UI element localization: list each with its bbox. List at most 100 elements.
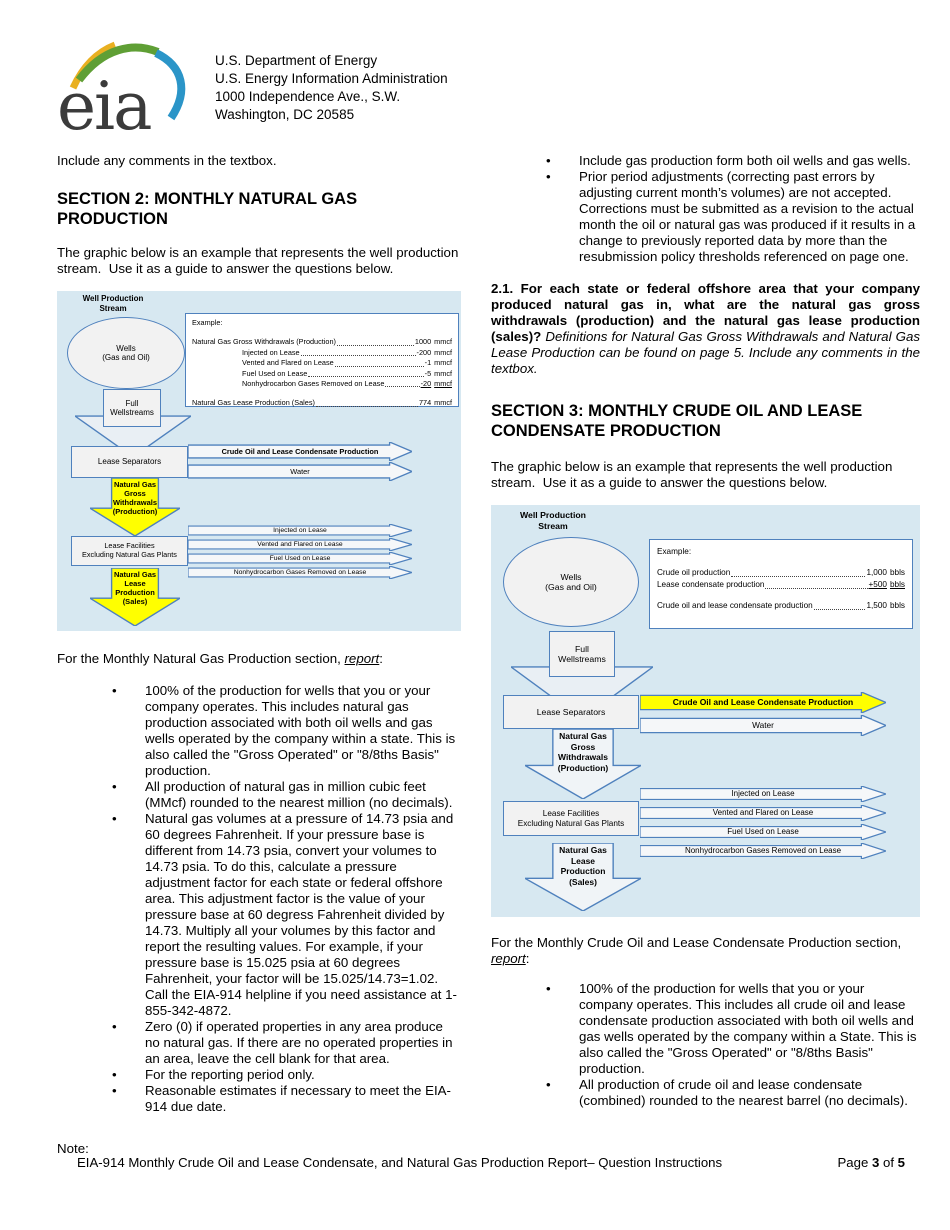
bullet-item: 100% of the production for wells that yo… bbox=[546, 981, 920, 1077]
full-wellstreams-box: Full Wellstreams bbox=[549, 631, 615, 677]
injected-on-lease-arrow: Injected on Lease bbox=[188, 524, 412, 537]
example-value: 1000 bbox=[414, 337, 432, 347]
bullet-item: All production of crude oil and lease co… bbox=[546, 1077, 920, 1109]
logo-green-swoosh bbox=[75, 43, 160, 83]
report-tail: : bbox=[379, 651, 383, 666]
example-label: Crude oil production bbox=[657, 568, 731, 577]
eia-logo: eia bbox=[57, 41, 186, 136]
arrow-label: Fuel Used on Lease bbox=[269, 554, 331, 562]
crude-oil-production-arrow: Crude Oil and Lease Condensate Productio… bbox=[188, 442, 412, 461]
example-value: 1,500 bbox=[866, 601, 887, 610]
example-unit: mmcf bbox=[434, 337, 452, 347]
gas-report-bullet-list: 100% of the production for wells that yo… bbox=[57, 683, 461, 1115]
example-row: Natural Gas Gross Withdrawals (Productio… bbox=[192, 337, 452, 347]
dot-leader bbox=[336, 344, 414, 346]
example-row: Crude oil and lease condensate productio… bbox=[657, 600, 905, 612]
dot-leader bbox=[813, 609, 866, 610]
full-wellstreams-box: Full Wellstreams bbox=[103, 389, 161, 427]
lease-production-down-arrow: Natural Gas Lease Production (Sales) bbox=[90, 568, 180, 626]
arrow-label: Vented and Flared on Lease bbox=[712, 807, 814, 817]
comments-note: Include any comments in the textbox. bbox=[57, 153, 277, 168]
example-title: Example: bbox=[657, 547, 692, 556]
example-value: 774 bbox=[418, 398, 432, 408]
fuel-used-arrow: Fuel Used on Lease bbox=[640, 824, 886, 840]
bullet-item: Prior period adjustments (correcting pas… bbox=[546, 169, 920, 265]
nonhydrocarbon-arrow: Nonhydrocarbon Gases Removed on Lease bbox=[640, 843, 886, 859]
report-tail: : bbox=[525, 951, 530, 966]
injected-on-lease-arrow: Injected on Lease bbox=[640, 786, 886, 802]
section2-heading: SECTION 2: MONTHLY NATURAL GAS PRODUCTIO… bbox=[57, 190, 358, 228]
dot-leader bbox=[300, 355, 416, 357]
example-unit: bbls bbox=[889, 601, 905, 610]
question-2-1: 2.1. For each state or federal offshore … bbox=[491, 281, 920, 377]
lease-separators-box: Lease Separators bbox=[71, 446, 188, 478]
report-lead: For the Monthly Crude Oil and Lease Cond… bbox=[491, 935, 902, 950]
question-italic-text: Definitions for Natural Gas Gross Withdr… bbox=[491, 329, 920, 376]
example-label: Natural Gas Gross Withdrawals (Productio… bbox=[192, 337, 336, 347]
report-word: report bbox=[491, 951, 526, 966]
bullet-item: Reasonable estimates if necessary to mee… bbox=[112, 1083, 461, 1115]
example-label: Crude oil and lease condensate productio… bbox=[657, 601, 813, 610]
report-word: report bbox=[344, 651, 380, 666]
example-label: Nonhydrocarbon Gases Removed on Lease bbox=[242, 379, 385, 389]
arrow-label: Water bbox=[752, 720, 774, 731]
example-label: Injected on Lease bbox=[242, 347, 300, 357]
gas-report-line: For the Monthly Natural Gas Production s… bbox=[57, 651, 461, 667]
lease-separators-box: Lease Separators bbox=[503, 695, 639, 729]
bullet-item: Include gas production form both oil wel… bbox=[546, 153, 920, 169]
dot-leader bbox=[385, 386, 420, 388]
page-current: 3 bbox=[871, 1155, 880, 1170]
example-unit: mmcf bbox=[434, 358, 452, 368]
gas-report-bullet-list-continued: Include gas production form both oil wel… bbox=[491, 153, 920, 265]
note-label: Note: bbox=[57, 1141, 89, 1156]
example-value: 1,000 bbox=[866, 568, 887, 577]
arrow-label: Natural Gas Lease Production (Sales) bbox=[113, 570, 157, 606]
two-column-body: Include any comments in the textbox. SEC… bbox=[57, 145, 920, 1157]
arrow-label: Natural Gas Lease Production (Sales) bbox=[559, 845, 607, 887]
right-column: Include gas production form both oil wel… bbox=[491, 145, 920, 1157]
lease-production-down-arrow: Natural Gas Lease Production (Sales) bbox=[525, 843, 641, 911]
example-unit: bbls bbox=[889, 580, 905, 589]
question-bold-text: 2.1. For each state or federal offshore … bbox=[491, 281, 920, 344]
example-title: Example: bbox=[192, 318, 223, 327]
logo-blue-swoosh bbox=[154, 49, 186, 121]
lease-facilities-box: Lease Facilities Excluding Natural Gas P… bbox=[71, 536, 188, 566]
well-production-stream-diagram-oil: Well Production Stream Wells (Gas and Oi… bbox=[491, 505, 920, 917]
example-value: -5 bbox=[424, 368, 432, 378]
agency-address: U.S. Department of Energy U.S. Energy In… bbox=[215, 36, 448, 136]
gross-withdrawals-down-arrow: Natural Gas Gross Withdrawals (Productio… bbox=[90, 478, 180, 536]
arrow-label: Fuel Used on Lease bbox=[727, 826, 799, 836]
arrow-label: Water bbox=[290, 466, 310, 476]
vented-flared-arrow: Vented and Flared on Lease bbox=[640, 805, 886, 821]
fuel-used-arrow: Fuel Used on Lease bbox=[188, 552, 412, 565]
arrow-label: Natural Gas Gross Withdrawals (Productio… bbox=[557, 731, 609, 773]
page-word: Page bbox=[837, 1155, 872, 1170]
example-value: -1 bbox=[424, 358, 432, 368]
arrow-label: Nonhydrocarbon Gases Removed on Lease bbox=[684, 845, 842, 855]
bullet-item: All production of natural gas in million… bbox=[112, 779, 461, 811]
section2-intro: The graphic below is an example that rep… bbox=[57, 245, 463, 276]
of-word: of bbox=[879, 1155, 898, 1170]
address-line: U.S. Energy Information Administration bbox=[215, 71, 448, 86]
example-unit: mmcf bbox=[434, 347, 452, 357]
water-arrow: Water bbox=[640, 715, 886, 736]
well-production-stream-diagram-gas: Well Production Stream Wells (Gas and Oi… bbox=[57, 291, 461, 631]
vented-flared-arrow: Vented and Flared on Lease bbox=[188, 538, 412, 551]
dot-leader bbox=[765, 588, 868, 589]
dot-leader bbox=[308, 376, 424, 378]
example-label: Fuel Used on Lease bbox=[242, 368, 308, 378]
diagram-title: Well Production Stream bbox=[520, 510, 586, 531]
example-value: +500 bbox=[868, 580, 887, 589]
arrow-label: Injected on Lease bbox=[731, 788, 795, 798]
example-unit: bbls bbox=[889, 568, 905, 577]
dot-leader bbox=[315, 405, 418, 407]
example-label: Natural Gas Lease Production (Sales) bbox=[192, 398, 315, 408]
arrow-label: Injected on Lease bbox=[273, 526, 327, 534]
arrow-label: Vented and Flared on Lease bbox=[257, 540, 343, 548]
example-box: Example: Natural Gas Gross Withdrawals (… bbox=[185, 313, 459, 407]
oil-report-line: For the Monthly Crude Oil and Lease Cond… bbox=[491, 935, 920, 967]
